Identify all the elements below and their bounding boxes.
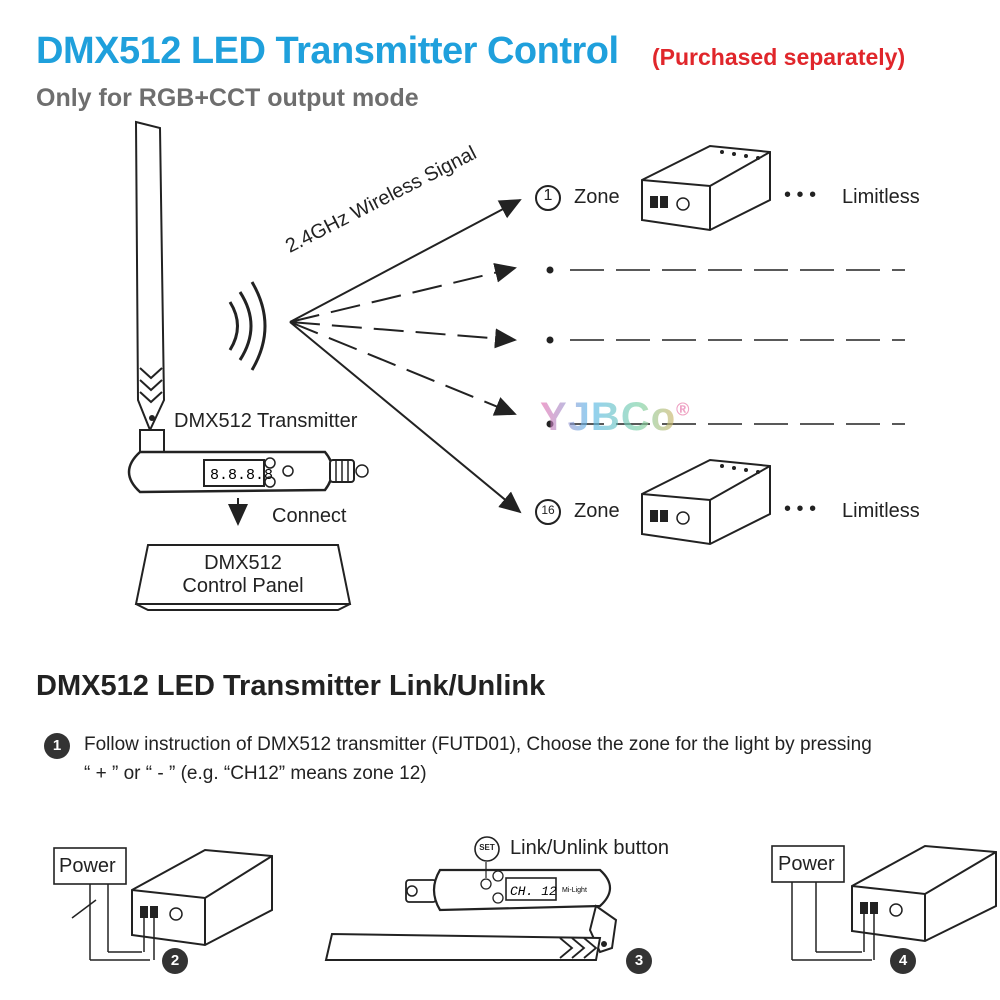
- panel-label-line1: DMX512: [204, 552, 282, 574]
- zone-1-number: 1: [543, 187, 553, 204]
- zone-1-dots: • • •: [784, 184, 817, 206]
- zone-1-label: Zone: [574, 186, 620, 208]
- transmitter-label: DMX512 Transmitter: [174, 410, 358, 432]
- zone-1-badge: [535, 185, 561, 211]
- dmx-transmitter-icon: 8.8.8.8: [127, 450, 369, 494]
- page-subtitle: Only for RGB+CCT output mode: [36, 84, 419, 112]
- section-heading: DMX512 LED Transmitter Link/Unlink: [36, 670, 546, 702]
- zone-placeholder-rows: [546, 266, 905, 428]
- signal-rays: [289, 199, 522, 514]
- step-1-line2: “ + ” or “ - ” (e.g. “CH12” means zone 1…: [84, 763, 427, 784]
- panel-label-line2: Control Panel: [182, 575, 304, 597]
- purchase-note: (Purchased separately): [652, 44, 906, 70]
- step-3-badge: 3: [626, 948, 652, 974]
- step-4-wiring-icon: [771, 844, 997, 961]
- led-controller-icon: [641, 144, 771, 232]
- control-panel-label: DMX512 Control Panel: [148, 552, 338, 598]
- zone-1-tail: Limitless: [842, 186, 920, 208]
- watermark-text: YJBCo: [540, 395, 677, 439]
- set-button-icon: SET: [479, 843, 495, 852]
- antenna-icon: [134, 120, 166, 453]
- step-2-wiring-icon: [53, 847, 273, 961]
- power-label-right: Power: [778, 853, 835, 875]
- step-3-transmitter-icon: CH. 12 Mi-Light: [324, 836, 618, 961]
- zone-16-number: 16: [541, 503, 555, 517]
- step-1-badge: 1: [44, 733, 70, 759]
- led-controller-icon: [641, 458, 771, 546]
- zone-16-dots: • • •: [784, 498, 817, 520]
- step-2-badge: 2: [162, 948, 188, 974]
- zone-16-label: Zone: [574, 500, 620, 522]
- connect-label: Connect: [272, 505, 347, 527]
- link-button-label: Link/Unlink button: [510, 837, 669, 859]
- step-4-badge: 4: [890, 948, 916, 974]
- step-1-instructions: Follow instruction of DMX512 transmitter…: [84, 730, 999, 788]
- transmitter-ch-display: CH. 12: [510, 884, 557, 899]
- transmitter-display-text: 8.8.8.8: [210, 467, 273, 484]
- brand-small-label: Mi-Light: [562, 887, 587, 894]
- wireless-signal-icon: [228, 281, 267, 371]
- page-title: DMX512 LED Transmitter Control: [36, 30, 619, 72]
- registered-mark: ®: [676, 399, 691, 420]
- zone-16-tail: Limitless: [842, 500, 920, 522]
- step-1-line1: Follow instruction of DMX512 transmitter…: [84, 734, 872, 755]
- control-panel-icon: [134, 544, 352, 611]
- brand-watermark: YJBCo®: [540, 395, 690, 440]
- zone-16-badge: [535, 499, 561, 525]
- power-label-left: Power: [59, 855, 116, 877]
